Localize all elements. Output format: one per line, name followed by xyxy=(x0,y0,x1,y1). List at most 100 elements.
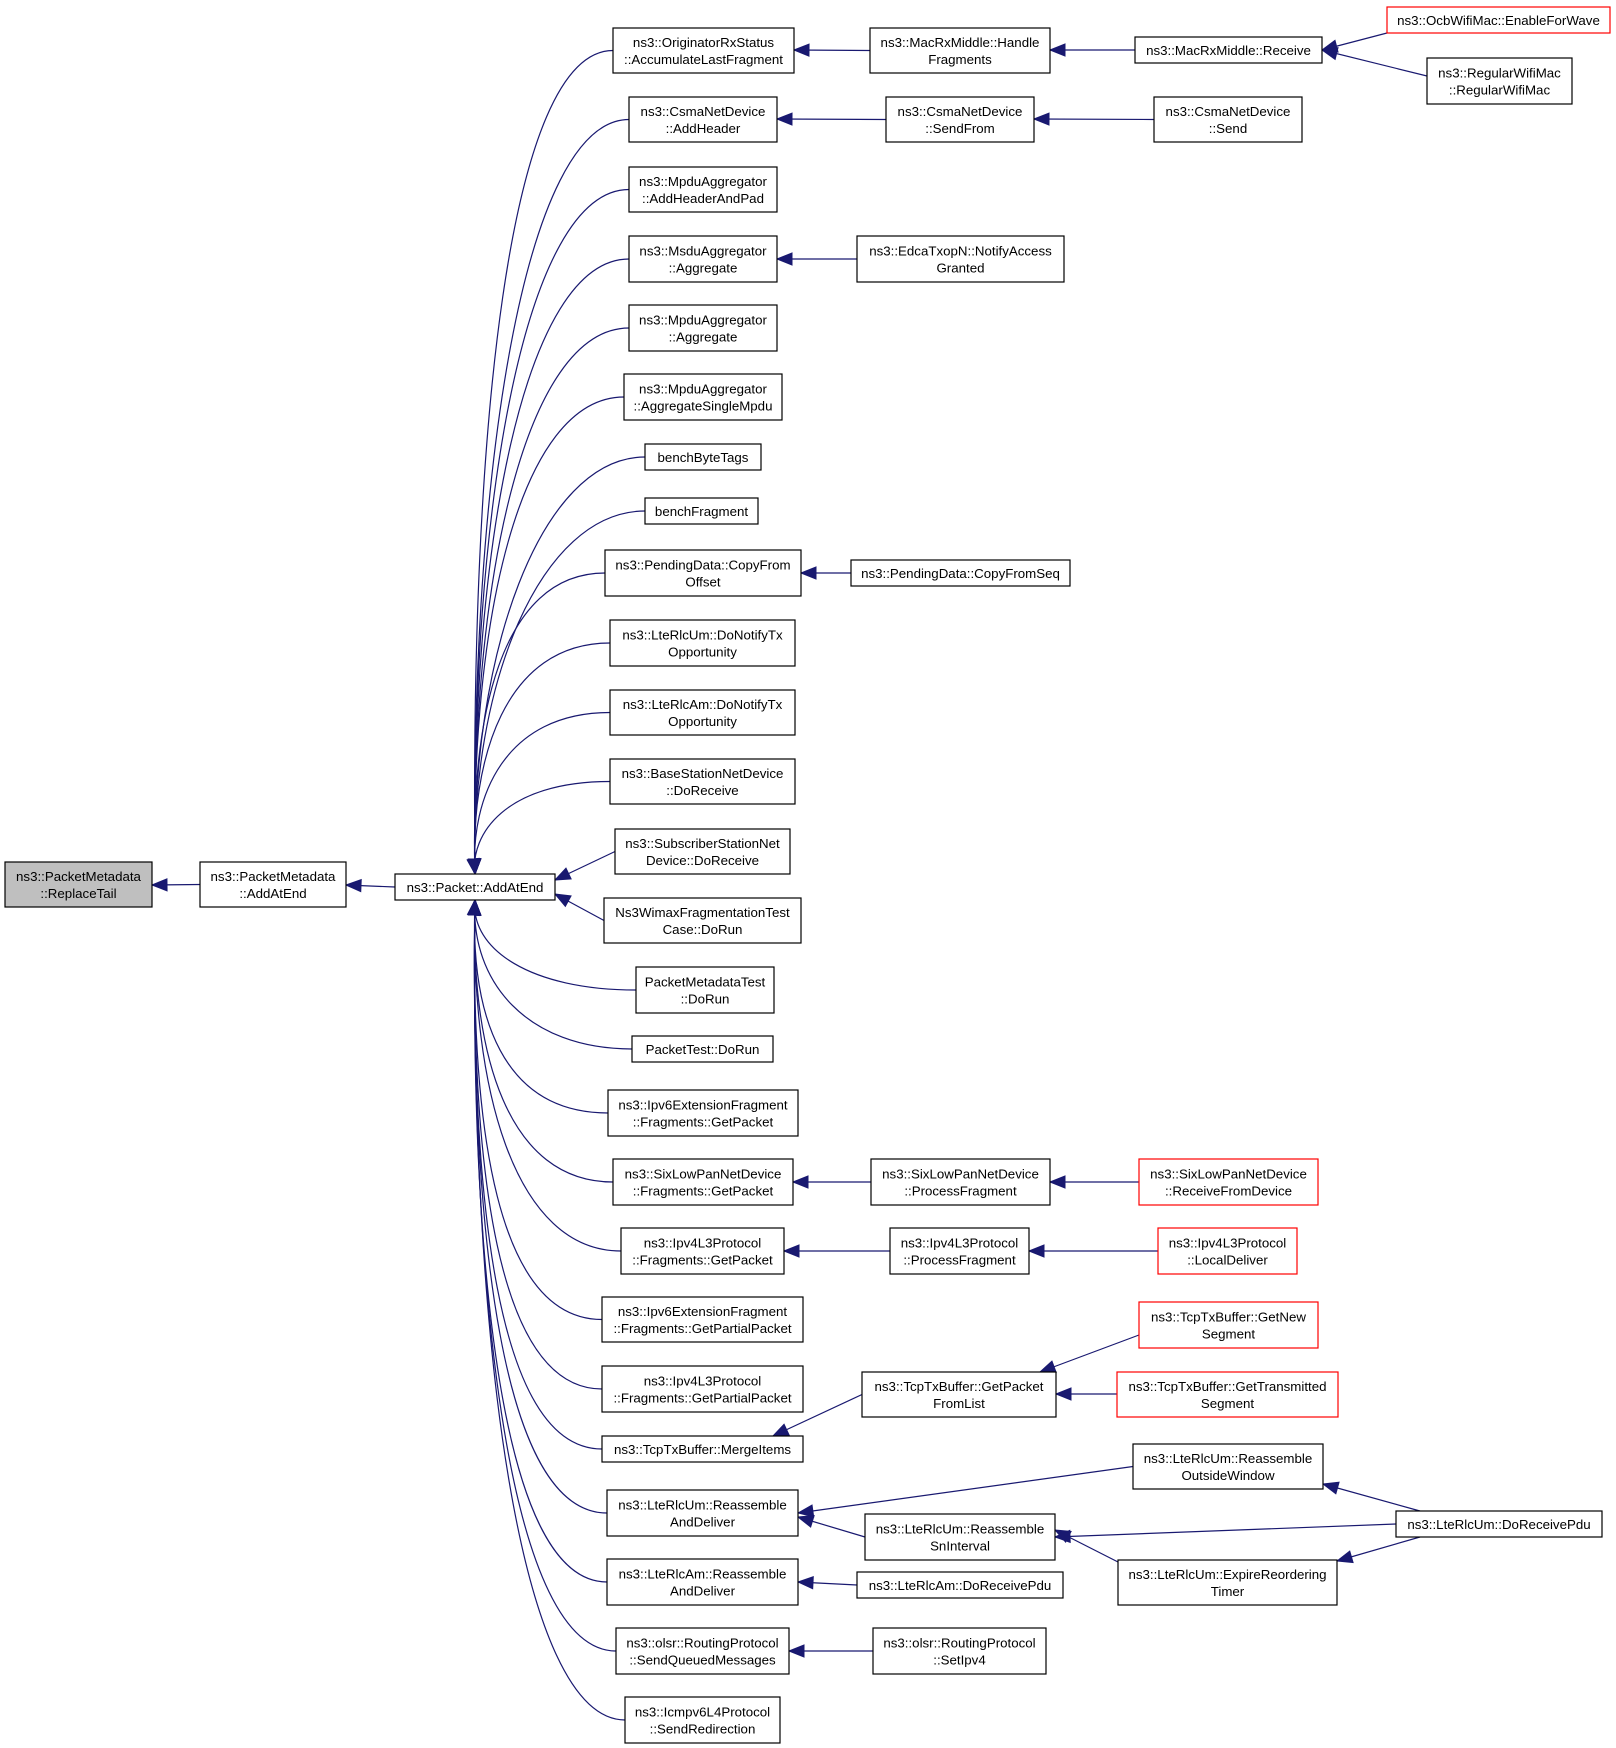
node-ocb-enable[interactable]: ns3::OcbWifiMac::EnableForWave xyxy=(1386,6,1611,34)
node-macrx-receive[interactable]: ns3::MacRxMiddle::Receive xyxy=(1134,36,1323,64)
node-box xyxy=(1157,1227,1298,1275)
node-box xyxy=(628,96,778,143)
node-label-line: ns3::SixLowPanNetDevice xyxy=(625,1167,782,1182)
node-sixlowpan-receive[interactable]: ns3::SixLowPanNetDevice::ReceiveFromDevi… xyxy=(1138,1158,1319,1206)
node-sixlowpan-get[interactable]: ns3::SixLowPanNetDevice::Fragments::GetP… xyxy=(612,1158,794,1206)
node-label-line: ns3::PacketMetadata xyxy=(16,869,142,884)
node-ipv4-frag-partial[interactable]: ns3::Ipv4L3Protocol::Fragments::GetParti… xyxy=(601,1365,804,1413)
node-label-line: SnInterval xyxy=(930,1539,990,1554)
node-icmpv6-redirect[interactable]: ns3::Icmpv6L4Protocol::SendRedirection xyxy=(624,1696,781,1744)
edge-arrowhead xyxy=(782,1244,800,1258)
node-label-line: AndDeliver xyxy=(670,1584,736,1599)
node-box xyxy=(1138,1158,1319,1206)
node-lte-am-do-receive[interactable]: ns3::LteRlcAm::DoReceivePdu xyxy=(856,1571,1064,1599)
node-label-line: ns3::TcpTxBuffer::GetTransmitted xyxy=(1128,1379,1326,1394)
node-box xyxy=(1132,1443,1324,1490)
node-label-line: ns3::TcpTxBuffer::GetPacket xyxy=(875,1379,1044,1394)
node-label-line: PacketTest::DoRun xyxy=(646,1042,760,1057)
call-edge-bs_do_receive-to-packet_add_at_end xyxy=(473,780,611,875)
node-box xyxy=(869,27,1051,74)
node-label-line: ::ReceiveFromDevice xyxy=(1165,1184,1292,1199)
node-bench-byte-tags[interactable]: benchByteTags xyxy=(644,443,762,471)
node-olsr-set-ipv4[interactable]: ns3::olsr::RoutingProtocol::SetIpv4 xyxy=(872,1627,1047,1675)
node-packet-add-at-end[interactable]: ns3::Packet::AddAtEnd xyxy=(394,873,556,901)
node-ipv6-frag-partial[interactable]: ns3::Ipv6ExtensionFragment::Fragments::G… xyxy=(601,1296,804,1343)
node-ipv4-process[interactable]: ns3::Ipv4L3Protocol::ProcessFragment xyxy=(889,1227,1030,1275)
node-pending-copy-seq[interactable]: ns3::PendingData::CopyFromSeq xyxy=(850,559,1071,587)
call-edge-lte_am_notify-to-packet_add_at_end xyxy=(473,711,611,875)
node-regular-wifi[interactable]: ns3::RegularWifiMac::RegularWifiMac xyxy=(1426,57,1573,105)
node-label-line: Case::DoRun xyxy=(663,922,743,937)
node-label-line: ::DoReceive xyxy=(666,783,738,798)
node-mpdu-aggregate[interactable]: ns3::MpduAggregator::Aggregate xyxy=(628,304,778,352)
node-bs-do-receive[interactable]: ns3::BaseStationNetDevice::DoReceive xyxy=(609,758,796,805)
node-msdu-aggregate[interactable]: ns3::MsduAggregator::Aggregate xyxy=(628,235,778,283)
node-label-line: OutsideWindow xyxy=(1181,1468,1275,1483)
node-packet-test[interactable]: PacketTest::DoRun xyxy=(631,1035,774,1063)
node-orig-rx-status[interactable]: ns3::OriginatorRxStatus::AccumulateLastF… xyxy=(612,27,795,74)
node-label-line: ns3::PacketMetadata xyxy=(211,869,337,884)
node-label-line: ::DoRun xyxy=(681,992,730,1007)
node-box xyxy=(889,1227,1030,1275)
node-ipv4-local-deliver[interactable]: ns3::Ipv4L3Protocol::LocalDeliver xyxy=(1157,1227,1298,1275)
node-label-line: ns3::SixLowPanNetDevice xyxy=(882,1167,1039,1182)
node-label-line: ns3::olsr::RoutingProtocol xyxy=(883,1636,1035,1651)
edge-arrowhead xyxy=(344,878,362,893)
node-box xyxy=(628,166,778,213)
node-mpdu-agg-single[interactable]: ns3::MpduAggregator::AggregateSingleMpdu xyxy=(623,373,783,421)
node-sixlowpan-process[interactable]: ns3::SixLowPanNetDevice::ProcessFragment xyxy=(870,1158,1051,1206)
call-edge-lte_um_reassemble-to-packet_add_at_end xyxy=(473,899,608,1514)
node-tcp-merge[interactable]: ns3::TcpTxBuffer::MergeItems xyxy=(601,1435,804,1463)
node-box xyxy=(623,373,783,421)
node-ipv4-frag-get[interactable]: ns3::Ipv4L3Protocol::Fragments::GetPacke… xyxy=(620,1227,785,1275)
node-box xyxy=(1153,96,1303,143)
node-label-line: ns3::LteRlcUm::ExpireReordering xyxy=(1128,1567,1326,1582)
node-ss-do-receive[interactable]: ns3::SubscriberStationNetDevice::DoRecei… xyxy=(614,828,791,875)
node-mpdu-add-header-pad[interactable]: ns3::MpduAggregator::AddHeaderAndPad xyxy=(628,166,778,213)
node-bench-fragment[interactable]: benchFragment xyxy=(644,497,759,525)
node-label-line: Ns3WimaxFragmentationTest xyxy=(615,905,790,920)
node-label-line: ns3::Packet::AddAtEnd xyxy=(407,880,544,895)
node-label-line: ::AddHeader xyxy=(666,121,741,136)
call-edge-csma_send_from-to-csma_add_header xyxy=(776,118,887,121)
edge-arrowhead xyxy=(1320,47,1339,61)
node-label-line: ns3::LteRlcUm::DoNotifyTx xyxy=(622,628,783,643)
node-label-line: ns3::OcbWifiMac::EnableForWave xyxy=(1397,13,1600,28)
node-label-line: ns3::LteRlcUm::Reassemble xyxy=(1144,1451,1313,1466)
node-replace-tail[interactable]: ns3::PacketMetadata::ReplaceTail xyxy=(4,861,153,908)
node-csma-send-from[interactable]: ns3::CsmaNetDevice::SendFrom xyxy=(885,96,1035,143)
node-label-line: ::LocalDeliver xyxy=(1187,1253,1268,1268)
node-label-line: ns3::Ipv4L3Protocol xyxy=(644,1374,762,1389)
node-box xyxy=(606,1489,799,1537)
node-olsr-send-queued[interactable]: ns3::olsr::RoutingProtocol::SendQueuedMe… xyxy=(615,1627,790,1675)
node-csma-send[interactable]: ns3::CsmaNetDevice::Send xyxy=(1153,96,1303,143)
node-box xyxy=(624,1696,781,1744)
node-label-line: ns3::Ipv4L3Protocol xyxy=(644,1236,762,1251)
node-box xyxy=(1116,1371,1339,1418)
node-lte-um-do-receive[interactable]: ns3::LteRlcUm::DoReceivePdu xyxy=(1395,1510,1603,1538)
node-csma-add-header[interactable]: ns3::CsmaNetDevice::AddHeader xyxy=(628,96,778,143)
edge-arrowhead xyxy=(1027,1244,1045,1258)
node-label-line: ns3::LteRlcAm::DoReceivePdu xyxy=(869,1578,1052,1593)
node-box xyxy=(644,443,762,471)
node-pm-add-at-end[interactable]: ns3::PacketMetadata::AddAtEnd xyxy=(199,861,347,908)
node-pm-test[interactable]: PacketMetadataTest::DoRun xyxy=(635,966,775,1014)
node-ipv6-frag-get[interactable]: ns3::Ipv6ExtensionFragment::Fragments::G… xyxy=(607,1089,799,1137)
call-edge-ipv4_frag_partial-to-packet_add_at_end xyxy=(473,899,603,1390)
node-box xyxy=(609,758,796,805)
call-edge-mpdu_add_header_pad-to-packet_add_at_end xyxy=(474,188,630,875)
